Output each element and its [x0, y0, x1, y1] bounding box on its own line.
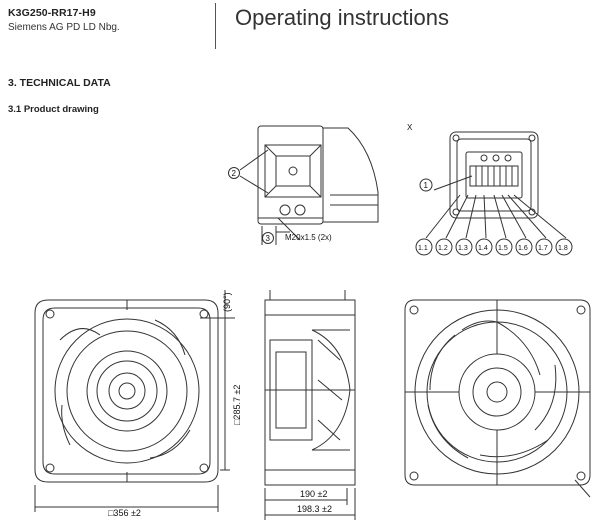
model-number: K3G250-RR17-H9: [8, 7, 96, 19]
rear-view-impeller: [404, 299, 591, 498]
section-heading: 3. TECHNICAL DATA: [8, 77, 111, 89]
pin-label: 1.4: [478, 245, 488, 252]
depth-dimension-1: 190 ±2: [300, 489, 327, 499]
pin-label: 1.8: [558, 245, 568, 252]
front-view-dimension-lines: [34, 290, 235, 512]
depth-dimension-2: 198.3 ±2: [297, 504, 332, 514]
side-view: [264, 290, 356, 486]
callout-2-label: 2: [232, 169, 237, 178]
subsection-heading: 3.1 Product drawing: [8, 104, 99, 115]
angle-dimension: (90°): [222, 292, 232, 312]
pin-label: 1.6: [518, 245, 528, 252]
pin-label: 1.3: [458, 245, 468, 252]
page-title: Operating instructions: [235, 5, 449, 30]
pin-labels: 1.1 1.2 1.3 1.4 1.5 1.6 1.7 1.8: [418, 245, 568, 252]
gland-size-label: M20x1.5 (2x): [285, 233, 332, 242]
width-dimension: □356 ±2: [108, 508, 141, 518]
callout-1-label: 1: [424, 181, 429, 190]
header-divider: [215, 3, 216, 49]
front-view-inlet: [34, 299, 219, 483]
callout-2-circle: [228, 167, 240, 179]
side-view-dimension-lines: [264, 488, 356, 520]
pin-label: 1.2: [438, 245, 448, 252]
pin-label: 1.1: [418, 245, 428, 252]
height-dimension: □285.7 ±2: [232, 385, 242, 425]
company-name: Siemens AG PD LD Nbg.: [8, 22, 120, 33]
callout-3-circle: [262, 232, 274, 244]
callout-3-label: 3: [266, 234, 271, 243]
terminal-box-view: [239, 125, 379, 245]
pin-label: 1.5: [498, 245, 508, 252]
callout-1-circle: [419, 178, 433, 192]
document-header: K3G250-RR17-H9 Siemens AG PD LD Nbg.: [8, 7, 120, 33]
pin-label: 1.7: [538, 245, 548, 252]
connector-view-x: [425, 131, 567, 239]
view-x-label: X: [407, 123, 413, 132]
pin-callout-circles: [415, 238, 573, 256]
